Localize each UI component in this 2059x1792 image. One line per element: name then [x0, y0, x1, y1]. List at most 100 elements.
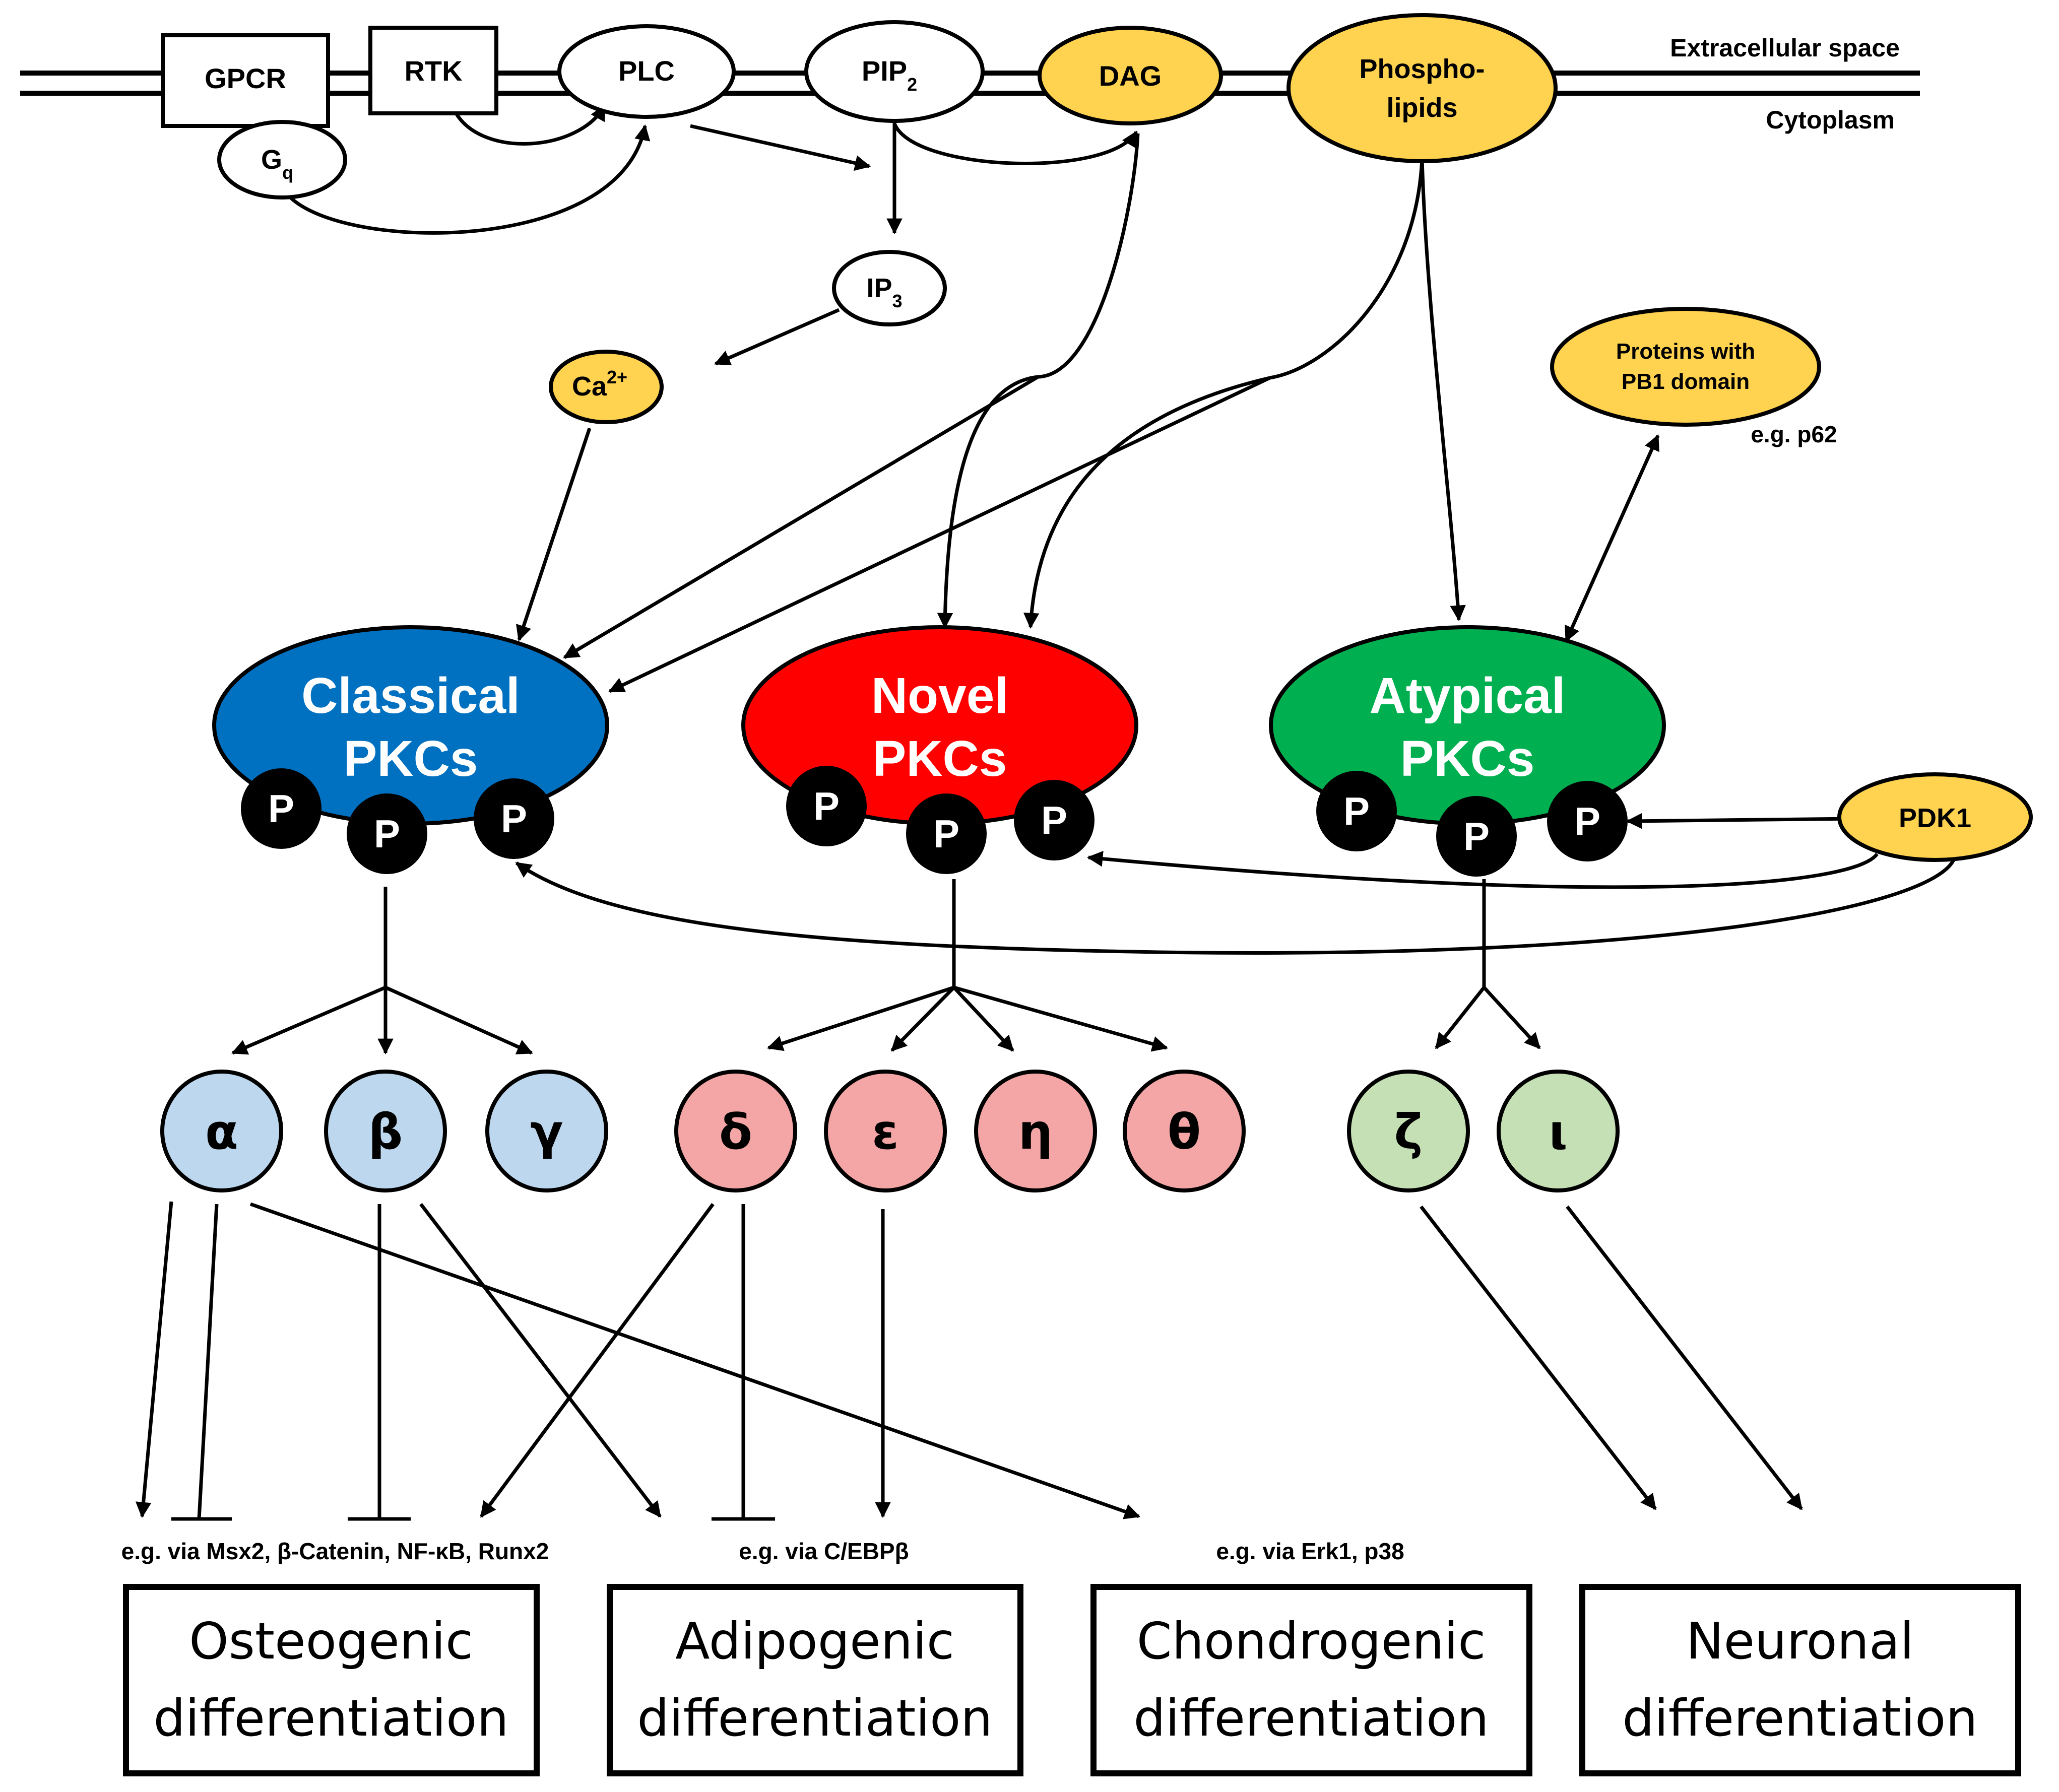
isoform-alpha-label: α [205, 1104, 238, 1160]
phosphate-icon [786, 766, 867, 846]
pb1-label-line2: PB1 domain [1622, 369, 1750, 394]
ip3-ellipse [832, 250, 947, 326]
novel-to-eta-arrow [952, 986, 1014, 1052]
ip3-label: IP3 [866, 273, 902, 311]
chondrogenic-label-line1: Chondrogenic [1137, 1612, 1486, 1671]
pip2-ellipse [804, 20, 985, 123]
phosphate-label: P [268, 786, 294, 831]
pdk1-ellipse [1837, 772, 2033, 862]
extracellular-space-label: Extracellular space [1670, 34, 1900, 62]
classical-phosphates: P P P [241, 768, 554, 874]
gpcr-label: GPCR [205, 62, 286, 94]
isoform-theta-label: θ [1168, 1104, 1201, 1160]
isoform-iota-label: ι [1549, 1104, 1567, 1160]
pdk1-label: PDK1 [1899, 803, 1971, 833]
chondrogenic-box [1090, 1584, 1532, 1776]
osteogenic-mediators-label: e.g. via Msx2, β-Catenin, NF-κB, Runx2 [121, 1538, 549, 1564]
dag-lipid: DAG [1038, 26, 1223, 125]
isoform-delta [674, 1070, 797, 1192]
pip2-to-dag-arrow [892, 122, 1138, 165]
atypical-pkcs-label-line2: PKCs [1400, 731, 1535, 787]
phosphate-icon [1436, 796, 1517, 877]
chondrogenic-mediators-label: e.g. via Erk1, p38 [1216, 1538, 1404, 1564]
phospholipids-label-line1: Phospho- [1360, 54, 1485, 84]
classical-pkcs-label-line2: PKCs [344, 731, 478, 787]
adipogenic-label-line1: Adipogenic [675, 1612, 954, 1671]
rtk-label: RTK [404, 55, 462, 87]
isoform-epsilon [824, 1070, 947, 1192]
phosphate-icon [347, 793, 427, 874]
phosphate-label: P [813, 784, 840, 828]
pdk1-to-atypical-arrow [1626, 813, 1855, 829]
atypical-to-zeta-arrow [1435, 986, 1486, 1049]
chondrogenic-label-line2: differentiation [1133, 1689, 1489, 1748]
pdk1-to-classical-arrow [515, 855, 1957, 955]
dag-label: DAG [1099, 60, 1162, 92]
pb1-label-line1: Proteins with [1616, 339, 1755, 364]
novel-pkcs: Novel PKCs [741, 625, 1138, 826]
atypical-phosphates: P P P [1316, 771, 1628, 877]
isoform-iota [1497, 1070, 1620, 1192]
classical-pkcs-label-line1: Classical [301, 668, 520, 724]
osteogenic-box [123, 1584, 540, 1776]
rtk-receptor: RTK [368, 26, 498, 115]
novel-phosphates: P P P [786, 766, 1095, 874]
ip3-to-ca-arrow [714, 308, 840, 366]
adipogenic-box [607, 1584, 1023, 1776]
gq-to-plc-arrow [280, 124, 651, 235]
neuronal-label-line2: differentiation [1622, 1689, 1977, 1748]
zeta-to-neuronal-arrow [1420, 1205, 1657, 1510]
phospholipids-to-novel-arrow [1023, 376, 1270, 629]
phospholipids-label-line2: lipids [1386, 93, 1457, 123]
cytoplasm-label: Cytoplasm [1766, 106, 1895, 134]
classical-pkcs: Classical PKCs [212, 625, 609, 826]
gq-ellipse [217, 120, 347, 200]
ca-to-classical-arrow [516, 427, 592, 641]
phospholipids-ellipse [1286, 13, 1558, 163]
ip3-messenger: IP3 [832, 250, 947, 326]
atypical-to-iota-arrow [1483, 986, 1541, 1049]
isoform-zeta-label: ζ [1394, 1104, 1423, 1160]
neuronal-label-line1: Neuronal [1686, 1612, 1914, 1671]
isoform-delta-label: δ [719, 1104, 752, 1160]
alpha-promotes-osteogenic-arrow [135, 1201, 173, 1518]
adipogenic-label-line2: differentiation [637, 1689, 992, 1748]
phosphate-label: P [1343, 789, 1370, 833]
connectors [135, 104, 1957, 1521]
pb1-atypical-double-arrow [1564, 434, 1660, 642]
neuronal-box [1579, 1584, 2021, 1776]
phosphate-label: P [933, 812, 959, 856]
isoform-theta [1123, 1070, 1246, 1192]
pip2-lipid: PIP2 [804, 20, 985, 123]
novel-pkcs-label-line1: Novel [871, 668, 1008, 724]
isoform-beta [324, 1070, 447, 1192]
pb1-domain-proteins: Proteins with PB1 domain [1550, 307, 1821, 427]
phosphate-label: P [1574, 799, 1600, 843]
phosphate-label: P [1041, 798, 1067, 842]
phosphate-icon [474, 778, 554, 859]
gpcr-receptor: GPCR [161, 33, 330, 128]
isoform-alpha [160, 1070, 283, 1192]
phospholipids-to-atypical-arrow [1420, 158, 1466, 622]
isoform-beta-label: β [368, 1104, 403, 1160]
phosphate-icon [1014, 780, 1095, 860]
plc-enzyme: PLC [557, 24, 736, 119]
osteogenic-outcome: Osteogenic differentiation [123, 1584, 540, 1776]
atypical-isoforms: ζ ι [1347, 1070, 1620, 1192]
pip2-label: PIP2 [862, 55, 917, 95]
phosphate-label: P [374, 812, 400, 856]
phosphate-icon [906, 793, 987, 874]
isoform-eta [974, 1070, 1097, 1192]
gq-protein: Gq [217, 120, 347, 200]
plc-label: PLC [618, 55, 675, 87]
alpha-inhibits-osteogenic-line [197, 1204, 219, 1519]
phosphate-icon [1316, 771, 1397, 851]
adipogenic-outcome: Adipogenic differentiation [607, 1584, 1023, 1776]
dag-ellipse [1038, 26, 1223, 125]
neuronal-outcome: Neuronal differentiation [1579, 1584, 2021, 1776]
novel-isoforms: δ ε η θ [674, 1070, 1246, 1192]
plc-cleaves-pip2-arrow [690, 124, 871, 171]
calcium-label: Ca2+ [572, 367, 627, 402]
novel-to-theta-arrow [953, 985, 1169, 1052]
